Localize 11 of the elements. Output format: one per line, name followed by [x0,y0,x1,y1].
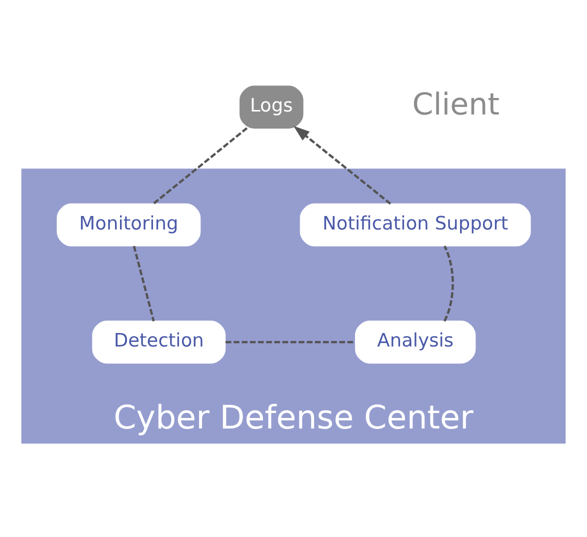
label: Client [412,86,500,122]
node-box: Monitoring [56,202,201,246]
node-box: Notification Support [300,202,531,246]
node-box: Detection [92,320,226,364]
arrow [293,125,392,204]
connector [152,126,248,204]
connector [132,245,155,321]
node-box: Logs [240,85,304,128]
connector [226,340,356,343]
connector [443,245,454,322]
node-box: Analysis [355,320,476,364]
